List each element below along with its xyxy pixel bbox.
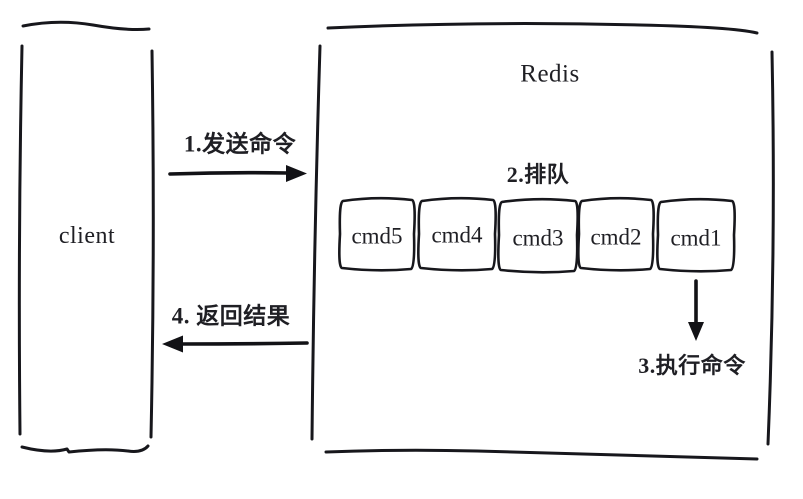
cmd-box-cmd1 <box>656 197 736 273</box>
execute-arrow <box>688 279 704 341</box>
step3-execute-command-label: 3.执行命令 <box>638 353 746 378</box>
cmd-box-cmd4 <box>417 196 497 272</box>
client-label: client <box>58 223 116 249</box>
redis-box-outline <box>310 22 775 461</box>
cmd-box-cmd2 <box>577 196 655 272</box>
queue-item-cmd1: cmd1 <box>670 225 722 251</box>
cmd-box-cmd5 <box>338 196 416 272</box>
queue-item-cmd5: cmd5 <box>351 223 403 249</box>
step2-queue-label: 2.排队 <box>506 162 570 187</box>
queue-item-cmd2: cmd2 <box>590 224 642 250</box>
redis-title: Redis <box>520 60 580 88</box>
queue-item-cmd4: cmd4 <box>431 222 483 248</box>
return-arrow <box>162 335 309 353</box>
step1-send-command-label: 1.发送命令 <box>183 131 297 157</box>
queue-item-cmd3: cmd3 <box>512 225 564 251</box>
step4-return-result-label: 4. 返回结果 <box>171 303 291 329</box>
send-arrow <box>168 165 307 182</box>
client-box-outline <box>17 20 155 454</box>
cmd-box-cmd3 <box>497 197 579 274</box>
